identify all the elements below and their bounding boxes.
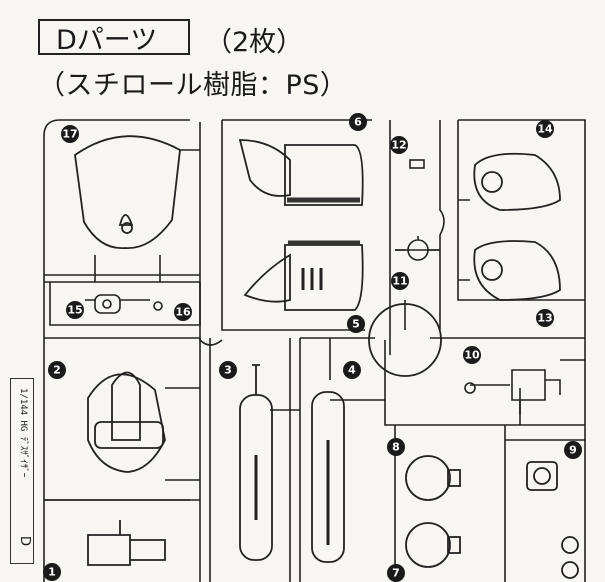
part-number-13: 13 <box>536 309 554 327</box>
svg-text:15: 15 <box>67 304 82 317</box>
runner-tag-letter: D <box>17 536 32 547</box>
part-number-5: 5 <box>347 315 365 333</box>
part-number-3: 3 <box>219 361 237 379</box>
part-number-4: 4 <box>343 361 361 379</box>
svg-text:9: 9 <box>569 444 577 457</box>
svg-text:16: 16 <box>175 306 191 319</box>
parts-count: （2枚） <box>205 27 304 58</box>
part-number-8: 8 <box>387 438 405 456</box>
part-number-2: 2 <box>48 361 66 379</box>
svg-text:3: 3 <box>224 364 232 377</box>
runner-tag <box>10 378 34 564</box>
svg-text:14: 14 <box>537 123 553 136</box>
svg-text:4: 4 <box>348 364 356 377</box>
part-number-17: 17 <box>61 125 79 143</box>
svg-text:7: 7 <box>392 567 400 580</box>
part-number-9: 9 <box>564 441 582 459</box>
part-number-7: 7 <box>387 564 405 582</box>
parts-title: Dパーツ <box>56 24 158 56</box>
part-number-14: 14 <box>536 120 554 138</box>
svg-text:13: 13 <box>537 312 552 325</box>
svg-text:11: 11 <box>392 275 407 288</box>
svg-text:6: 6 <box>354 116 362 129</box>
part-number-1: 1 <box>43 563 61 581</box>
runner-tag-text: 1/144 HG ﾃﾞｽｻﾞｲｻﾞｰ <box>18 388 28 478</box>
svg-text:1: 1 <box>48 566 56 579</box>
svg-text:17: 17 <box>62 128 77 141</box>
svg-text:10: 10 <box>464 349 480 362</box>
part-number-6: 6 <box>349 113 367 131</box>
part-number-11: 11 <box>391 272 409 290</box>
svg-text:2: 2 <box>53 364 61 377</box>
part-number-15: 15 <box>66 301 84 319</box>
part-number-10: 10 <box>463 346 481 364</box>
part-number-16: 16 <box>174 303 192 321</box>
parts-title-box: Dパーツ <box>38 19 190 56</box>
svg-text:12: 12 <box>391 139 406 152</box>
svg-text:5: 5 <box>352 318 360 331</box>
svg-text:8: 8 <box>392 441 400 454</box>
material-note: （スチロール樹脂：PS） <box>38 70 348 101</box>
part-number-12: 12 <box>390 136 408 154</box>
